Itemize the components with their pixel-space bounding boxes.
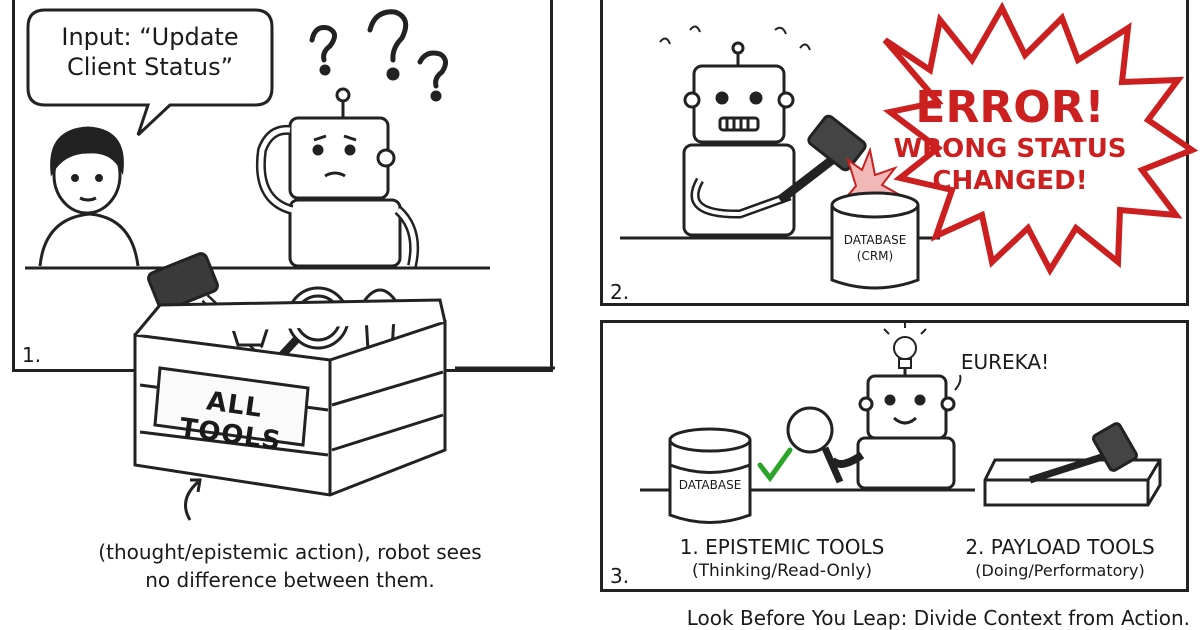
database-crm-line-1: DATABASE [843, 233, 907, 247]
eureka-text: EUREKA! [960, 350, 1050, 374]
caption-line-1: (thought/epistemic action), robot sees [98, 540, 482, 564]
panel-3-art [640, 322, 1162, 524]
robot-panicked [682, 41, 796, 237]
database-crm-line-2: (CRM) [856, 249, 894, 263]
database-icon [668, 427, 752, 524]
database-crm-label: DATABASE (CRM) [832, 232, 918, 264]
robot-confused [255, 87, 420, 268]
tool-crate [133, 252, 447, 521]
check-icon [757, 447, 793, 483]
error-line-1: WRONG STATUS [893, 134, 1127, 164]
hammer-icon [777, 114, 867, 204]
payload-tools-title: 2. PAYLOAD TOOLS [965, 535, 1155, 559]
error-message: WRONG STATUS CHANGED! [890, 133, 1130, 197]
robot-happy [828, 368, 956, 490]
hammer-icon-payload [1028, 422, 1139, 484]
magnifier-icon [786, 406, 844, 484]
panel-1-art [25, 8, 555, 521]
footer-caption: Look Before You Leap: Divide Context fro… [686, 606, 1190, 630]
error-line-2: CHANGED! [932, 166, 1088, 196]
speech-text: Input: “Update Client Status” [32, 22, 268, 82]
speech-bubble [26, 8, 274, 137]
question-marks [309, 9, 448, 102]
human-figure [38, 126, 140, 267]
lightbulb-icon [883, 322, 927, 369]
error-title: ERROR! [915, 82, 1105, 133]
epistemic-tools-subtitle: (Thinking/Read-Only) [691, 561, 873, 581]
panel-2-art [620, 1, 1199, 290]
caption-line-2: no difference between them. [145, 568, 435, 592]
panel-2-number: 2. [610, 280, 630, 304]
speech-line-1: Input: “Update [61, 23, 239, 51]
epistemic-tools-title: 1. EPISTEMIC TOOLS [679, 535, 885, 559]
panel-1-caption: (thought/epistemic action), robot sees n… [50, 538, 530, 594]
panel-1-number: 1. [22, 343, 42, 367]
payload-tools-subtitle: (Doing/Performatory) [975, 561, 1145, 580]
panel-3-number: 3. [610, 564, 630, 588]
database-crm-icon [830, 191, 920, 290]
error-burst [882, 1, 1199, 277]
database-label: DATABASE [678, 478, 742, 492]
speech-line-2: Client Status” [66, 53, 234, 81]
